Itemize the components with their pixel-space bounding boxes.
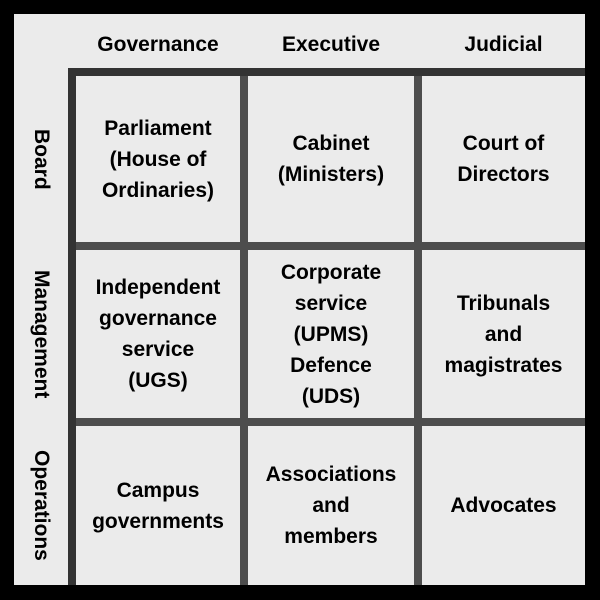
grid-top-line	[68, 68, 585, 76]
row-header-operations-label: Operations	[30, 450, 53, 561]
cell-operations-executive: Associations and members	[265, 463, 397, 548]
diagram-panel	[14, 14, 585, 585]
cell-board-governance: Parliament (House of Ordinaries)	[101, 116, 215, 202]
row-header-board-label: Board	[30, 128, 53, 190]
grid-column-divider	[240, 76, 248, 585]
cell-management-executive: Corporate service (UPMS) Defence (UDS)	[280, 260, 382, 408]
grid-column-divider	[414, 76, 422, 585]
cell-operations-judicial: Advocates	[450, 494, 557, 517]
cell-management-judicial: Tribunals and magistrates	[444, 291, 563, 377]
column-header-executive: Executive	[281, 33, 381, 56]
grid-row-divider	[76, 418, 585, 426]
cell-operations-governance: Campus governments	[92, 478, 224, 533]
row-header-management: Management	[26, 250, 56, 418]
grid-row-divider	[76, 242, 585, 250]
row-header-management-label: Management	[30, 269, 53, 399]
row-header-board: Board	[26, 76, 56, 242]
column-header-judicial: Judicial	[464, 33, 543, 56]
row-header-operations: Operations	[26, 426, 56, 585]
grid-left-line	[68, 68, 76, 585]
cell-board-judicial: Court of Directors	[457, 132, 550, 186]
column-header-governance: Governance	[97, 33, 219, 56]
cell-board-executive: Cabinet (Ministers)	[277, 132, 385, 186]
cell-management-governance: Independent governance service (UGS)	[95, 276, 221, 392]
